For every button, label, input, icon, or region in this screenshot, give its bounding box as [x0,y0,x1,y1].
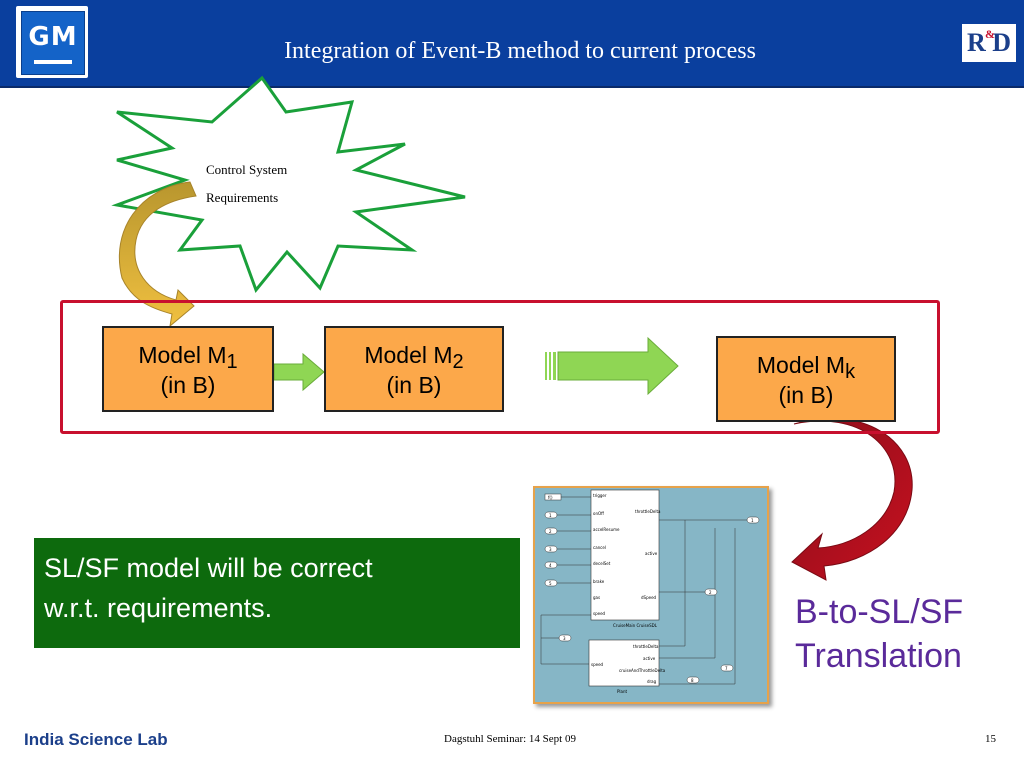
sim-output-2-label: 2 [709,590,712,595]
gm-logo-underline [34,60,72,64]
sim-output-1-label: 1 [751,518,754,523]
model-m2-title: Model M2 [326,342,502,374]
model-mk-lang: (in B) [778,382,834,408]
slide-title: Integration of Event-B method to current… [284,38,756,64]
sim-wire-feedback [540,615,589,665]
sim-port-accelresume: accelResume [593,527,620,532]
footer-event: Dagstuhl Seminar: 14 Sept 09 [444,733,576,745]
model-mk-name: Model M [756,352,846,378]
sim-input-4-label: 4 [549,563,552,568]
model-chain-frame [60,300,940,434]
sim-out-throttledelta: throttleDelta [635,509,661,514]
sim-plant-port-speed: speed [591,662,604,667]
sim-output-7-label: 7 [725,666,728,671]
sim-output-7 [720,664,734,672]
model-mk-subscript: k [845,361,856,383]
model-m1-lang: (in B) [160,372,216,398]
header-bar: GM Integration of Event-B method to curr… [0,0,1024,88]
sim-port-decelset: decelSet [593,561,611,566]
statement-line1: SL/SF model will be correct [44,553,373,583]
statement-line2: w.r.t. requirements. [44,593,273,623]
arrow-stripe-1 [545,352,547,380]
sim-port-speed: speed [593,611,606,616]
sim-port-gas: gas [593,595,600,600]
translation-line1: B-to-SL/SF [795,593,964,631]
star-label-line1: Control System [206,162,288,177]
sim-plant-name: Plant [617,689,628,694]
sim-wire-plant-loop [659,520,736,685]
sim-controller-name: CruiseMain CruiseSDL [613,623,658,628]
sim-plant-out-cruise: cruiseAndThrottleDelta [619,668,666,673]
sim-out-dspeed: dSpeed [641,595,657,600]
rd-logo: R D & [962,24,1016,62]
gm-logo: GM [16,6,88,78]
arrow-m1-to-m2 [273,352,325,392]
footer-page-number: 15 [985,733,996,745]
footer-organization: India Science Lab [24,730,168,749]
sim-output-1 [746,516,760,524]
gm-logo-text: GM [28,22,78,52]
sim-port-trigger: trigger [593,493,607,498]
star-label-line2: Requirements [206,190,279,205]
translation-label: B-to-SL/SF Translation [795,590,1015,678]
model-box-mk: Model Mk (in B) [716,336,896,422]
arrow-stripe-2 [549,352,551,380]
model-box-m2: Model M2 (in B) [324,326,504,412]
model-m2-lang: (in B) [386,372,442,398]
sim-output-3-label: 3 [563,636,566,641]
simulink-diagram: f() 1 2 3 4 5 trigger onOff accelResume … [533,486,769,704]
simulink-diagram-graphics: f() 1 2 3 4 5 trigger onOff accelResume … [540,489,760,694]
sim-controller-block [590,489,660,621]
gm-logo-inner: GM [21,11,85,75]
sim-plant-out-throttle: throttleDelta [633,644,659,649]
sim-plant-out-drag: drag [647,679,657,684]
sim-port-cancel: cancel [593,545,606,550]
sim-input-1-label: 1 [549,513,552,518]
arrow-stripe-3 [553,352,556,380]
sim-input-2-label: 2 [549,529,552,534]
sim-port-brake: brake [593,579,605,584]
statement-text: SL/SF model will be correct w.r.t. requi… [44,548,514,628]
sim-output-2 [704,588,718,596]
sim-wires-inputs [541,496,591,616]
model-m2-name: Model M [364,342,453,368]
model-m2-subscript: 2 [452,351,464,373]
sim-out-active: active [645,551,658,556]
sim-input-0-label: f() [548,495,553,500]
red-curved-arrow [791,417,913,581]
sim-output-8 [686,676,700,684]
translation-line2: Translation [795,637,962,675]
sim-input-3-label: 3 [549,547,552,552]
rd-logo-amp: & [985,27,995,41]
model-box-m1: Model M1 (in B) [102,326,274,412]
sim-output-3 [558,634,572,642]
model-m1-subscript: 1 [226,351,238,373]
sim-input-5-label: 5 [549,581,552,586]
requirements-starburst [111,75,466,293]
sim-port-onoff: onOff [593,511,604,516]
sim-output-8-label: 8 [691,678,694,683]
arrow-m2-to-mk [557,336,679,396]
gold-curved-arrow [118,181,197,328]
model-m1-title: Model M1 [104,342,272,374]
model-m1-name: Model M [138,342,227,368]
sim-plant-out-active: active [643,656,656,661]
model-mk-title: Model Mk [718,352,894,384]
rd-logo-text: R D [966,28,1012,57]
sim-plant-block [588,639,660,687]
statement-box: SL/SF model will be correct w.r.t. requi… [34,538,520,648]
